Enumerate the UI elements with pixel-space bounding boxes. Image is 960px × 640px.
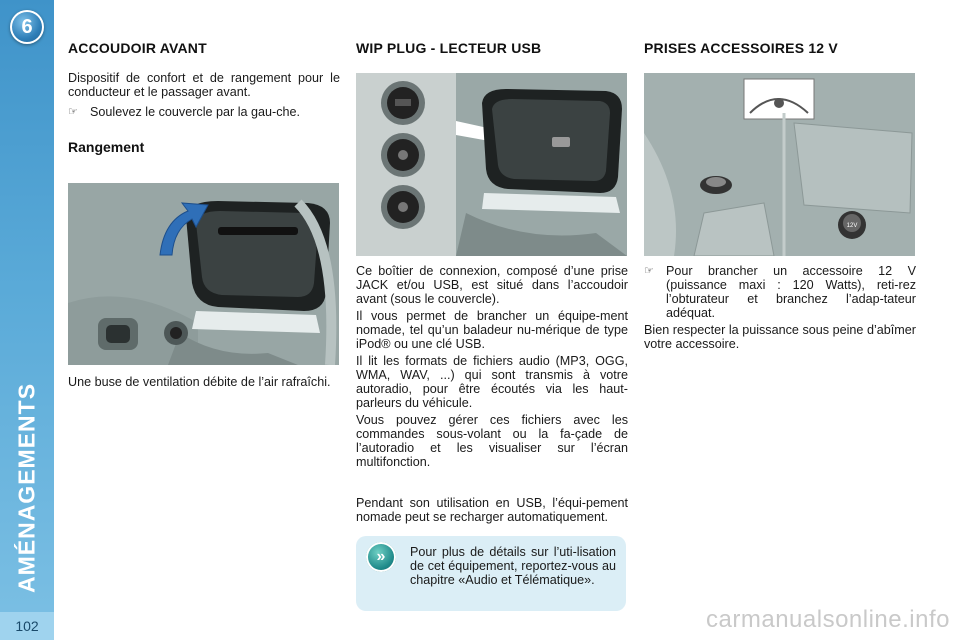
see-also-note-text: Pour plus de détails sur l’uti-lisation … bbox=[410, 545, 616, 587]
armrest-open-illustration bbox=[68, 183, 339, 365]
see-also-note: » Pour plus de détails sur l’uti-lisatio… bbox=[356, 536, 626, 611]
usb-text-block: Ce boîtier de connexion, composé d’une p… bbox=[356, 264, 628, 524]
socket-label: 12V bbox=[847, 223, 858, 229]
watermark: carmanualsonline.info bbox=[706, 606, 950, 633]
chapter-title: AMÉNAGEMENTS bbox=[13, 382, 40, 594]
section-heading-usb: WIP PLUG - LECTEUR USB bbox=[356, 40, 542, 56]
usb-paragraph-4: Vous pouvez gérer ces fichiers avec les … bbox=[356, 413, 628, 469]
section-heading-12v: PRISES ACCESSOIRES 12 V bbox=[644, 40, 838, 56]
double-chevron-right-icon: » bbox=[366, 542, 396, 572]
ventilation-caption: Une buse de ventilation débite de l’air … bbox=[68, 375, 331, 389]
pointing-finger-icon: ☞ bbox=[644, 265, 654, 277]
chapter-sidebar: 6 AMÉNAGEMENTS 102 bbox=[0, 0, 54, 640]
section-heading-armrest: ACCOUDOIR AVANT bbox=[68, 40, 207, 56]
12v-drawing: 12V bbox=[644, 73, 915, 256]
armrest-bullet-text: Soulevez le couvercle par la gau-che. bbox=[90, 105, 301, 119]
armrest-drawing bbox=[68, 183, 339, 365]
usb-paragraph-5: Pendant son utilisation en USB, l’équi-p… bbox=[356, 496, 628, 524]
usb-paragraph-3: Il lit les formats de fichiers audio (MP… bbox=[356, 354, 628, 410]
column-usb: WIP PLUG - LECTEUR USB bbox=[356, 40, 628, 56]
usb-paragraph-1: Ce boîtier de connexion, composé d’une p… bbox=[356, 264, 628, 306]
pointing-finger-icon: ☞ bbox=[68, 106, 78, 118]
12v-bullet-text: Pour brancher un accessoire 12 V (puissa… bbox=[666, 264, 916, 320]
usb-plug-illustration bbox=[356, 73, 627, 256]
armrest-bullet: ☞ Soulevez le couvercle par la gau-che. bbox=[68, 105, 340, 119]
12v-socket-illustration: 12V bbox=[644, 73, 915, 256]
column-12v: PRISES ACCESSOIRES 12 V bbox=[644, 40, 916, 56]
storage-subheading: Rangement bbox=[68, 139, 145, 155]
column-armrest: ACCOUDOIR AVANT Dispositif de confort et… bbox=[68, 40, 340, 155]
usb-drawing bbox=[356, 73, 627, 256]
12v-text-block: ☞ Pour brancher un accessoire 12 V (puis… bbox=[644, 264, 916, 351]
12v-warning: Bien respecter la puissance sous peine d… bbox=[644, 323, 916, 351]
usb-paragraph-2: Il vous permet de brancher un équipe-men… bbox=[356, 309, 628, 351]
armrest-intro: Dispositif de confort et de rangement po… bbox=[68, 71, 340, 99]
chapter-number-badge: 6 bbox=[10, 10, 44, 44]
12v-bullet: ☞ Pour brancher un accessoire 12 V (puis… bbox=[644, 264, 916, 320]
page-number: 102 bbox=[0, 612, 54, 640]
